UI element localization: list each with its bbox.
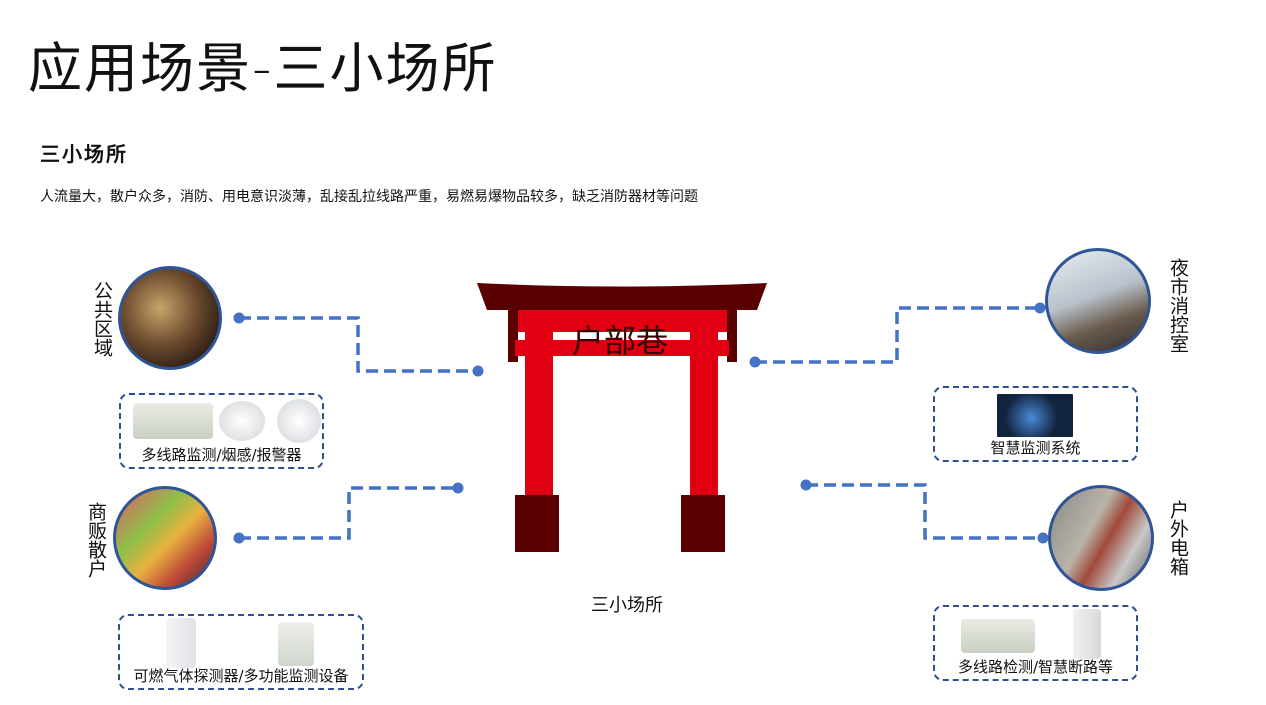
- photo-vendors: [113, 486, 217, 590]
- alarm-image: [277, 399, 321, 443]
- gas-detector-image: [166, 618, 196, 668]
- multi-circuit-monitor-image: [133, 403, 213, 439]
- equipment-label: 可燃气体探测器/多功能监测设备: [133, 667, 349, 685]
- photo-outdoor-box: [1048, 485, 1154, 591]
- page-title: 应用场景-三小场所: [28, 37, 498, 100]
- photo-control-room: [1045, 248, 1151, 354]
- scene-label-public-area: 公共区域: [91, 281, 113, 357]
- center-label: 三小场所: [591, 595, 663, 616]
- equipment-box-outdoor-box: 多线路检测/智慧断路等: [933, 605, 1138, 681]
- connector-outdoor-box: [806, 483, 1043, 540]
- connector-control-room: [755, 306, 1040, 364]
- multi-circuit-detector-image: [961, 619, 1035, 653]
- description: 人流量大，散户众多，消防、用电意识淡薄，乱接乱拉线路严重，易燃易爆物品较多，缺乏…: [40, 189, 698, 205]
- photo-public-area: [118, 266, 222, 370]
- equipment-label: 多线路检测/智慧断路等: [957, 658, 1114, 676]
- multifunction-monitor-image: [278, 622, 314, 666]
- equipment-label: 智慧监测系统: [990, 439, 1081, 457]
- scene-label-control-room: 夜市消控室: [1167, 258, 1189, 353]
- scene-label-vendors: 商贩散户: [85, 502, 107, 578]
- equipment-label: 多线路监测/烟感/报警器: [141, 446, 302, 464]
- scene-label-outdoor-box: 户外电箱: [1167, 500, 1189, 576]
- smoke-detector-image: [219, 401, 265, 441]
- equipment-box-control-room: 智慧监测系统: [933, 386, 1138, 462]
- torii-gate-illustration: [477, 283, 767, 552]
- equipment-box-vendors: 可燃气体探测器/多功能监测设备: [118, 614, 364, 690]
- gate-name: 户部巷: [571, 322, 668, 360]
- section-title: 三小场所: [40, 142, 128, 166]
- monitoring-dashboard-image: [997, 394, 1073, 437]
- equipment-box-public-area: 多线路监测/烟感/报警器: [119, 393, 324, 469]
- connector-public-area: [239, 316, 478, 373]
- smart-breaker-image: [1073, 609, 1101, 659]
- connector-vendors: [239, 486, 458, 540]
